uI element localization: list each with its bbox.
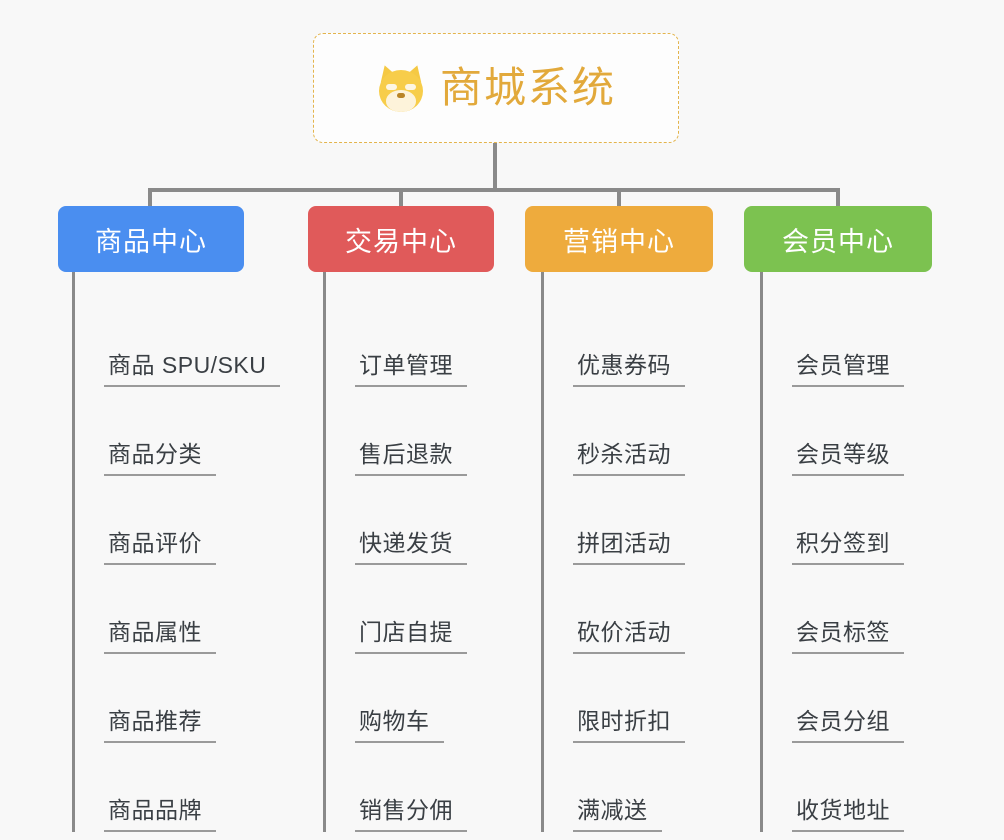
leaf-item[interactable]: 商品 SPU/SKU [72,298,281,387]
leaf-item[interactable]: 优惠券码 [541,298,685,387]
branch-drop-connector-1 [148,188,152,208]
leaf-list: 会员管理 会员等级 积分签到 会员标签 会员分组 收货地址 [760,298,904,832]
branch-header-tail-4 [760,272,763,298]
leaf-item[interactable]: 会员等级 [760,387,904,476]
leaf-item[interactable]: 商品品牌 [72,743,280,832]
leaf-label: 订单管理 [355,352,467,387]
leaf-item[interactable]: 拼团活动 [541,476,685,565]
leaf-label: 拼团活动 [573,530,685,565]
root-node[interactable]: 商城系统 [313,33,679,143]
branch-column-product-center: 商品 SPU/SKU 商品分类 商品评价 商品属性 商品推荐 商品品牌 [72,298,281,832]
leaf-label: 秒杀活动 [573,441,685,476]
branch-header-label: 商品中心 [95,226,207,257]
leaf-item[interactable]: 砍价活动 [541,565,685,654]
leaf-label: 商品 SPU/SKU [104,352,281,387]
leaf-item[interactable]: 商品评价 [72,476,280,565]
leaf-label: 商品品牌 [104,797,216,832]
leaf-item[interactable]: 会员标签 [760,565,904,654]
leaf-item[interactable]: 秒杀活动 [541,387,685,476]
leaf-item[interactable]: 购物车 [323,654,467,743]
leaf-item[interactable]: 积分签到 [760,476,904,565]
branch-column-marketing-center: 优惠券码 秒杀活动 拼团活动 砍价活动 限时折扣 满减送 [541,298,685,832]
branch-header-tail-2 [323,272,326,298]
branch-header-trade-center[interactable]: 交易中心 [308,206,494,272]
leaf-list: 订单管理 售后退款 快递发货 门店自提 购物车 销售分佣 [323,298,467,832]
branch-spine [760,298,763,832]
leaf-label: 会员分组 [792,708,904,743]
leaf-item[interactable]: 限时折扣 [541,654,685,743]
branch-column-member-center: 会员管理 会员等级 积分签到 会员标签 会员分组 收货地址 [760,298,904,832]
leaf-item[interactable]: 订单管理 [323,298,467,387]
branch-header-marketing-center[interactable]: 营销中心 [525,206,713,272]
leaf-item[interactable]: 收货地址 [760,743,904,832]
leaf-label: 商品属性 [104,619,216,654]
branch-header-label: 营销中心 [563,226,675,257]
leaf-item[interactable]: 商品推荐 [72,654,280,743]
leaf-item[interactable]: 满减送 [541,743,685,832]
leaf-item[interactable]: 门店自提 [323,565,467,654]
branch-header-product-center[interactable]: 商品中心 [58,206,244,272]
leaf-label: 门店自提 [355,619,467,654]
leaf-item[interactable]: 快递发货 [323,476,467,565]
branch-header-label: 会员中心 [782,226,894,257]
leaf-label: 优惠券码 [573,352,685,387]
shiba-dog-face-icon [376,62,426,113]
branch-drop-connector-2 [399,188,403,208]
leaf-list: 商品 SPU/SKU 商品分类 商品评价 商品属性 商品推荐 商品品牌 [72,298,281,832]
branch-drop-connector-4 [836,188,840,208]
leaf-item[interactable]: 会员管理 [760,298,904,387]
leaf-label: 快递发货 [355,530,467,565]
leaf-label: 购物车 [355,708,444,743]
leaf-label: 商品评价 [104,530,216,565]
leaf-label: 满减送 [573,797,662,832]
leaf-label: 销售分佣 [355,797,467,832]
branch-spine [323,298,326,832]
branch-header-label: 交易中心 [345,226,457,257]
root-title: 商城系统 [439,64,616,111]
leaf-label: 会员等级 [792,441,904,476]
leaf-label: 砍价活动 [573,619,685,654]
leaf-label: 商品分类 [104,441,216,476]
leaf-item[interactable]: 会员分组 [760,654,904,743]
leaf-label: 会员管理 [792,352,904,387]
branch-header-member-center[interactable]: 会员中心 [744,206,932,272]
leaf-label: 收货地址 [792,797,904,832]
leaf-label: 会员标签 [792,619,904,654]
root-stem-connector [493,143,497,191]
leaf-label: 售后退款 [355,441,467,476]
branch-spine [541,298,544,832]
leaf-label: 限时折扣 [573,708,685,743]
branch-bus-connector [148,188,838,192]
branch-header-tail-1 [72,272,75,298]
leaf-item[interactable]: 售后退款 [323,387,467,476]
branch-drop-connector-3 [617,188,621,208]
branch-header-tail-3 [541,272,544,298]
leaf-item[interactable]: 商品分类 [72,387,280,476]
branch-spine [72,298,75,832]
leaf-label: 商品推荐 [104,708,216,743]
leaf-list: 优惠券码 秒杀活动 拼团活动 砍价活动 限时折扣 满减送 [541,298,685,832]
leaf-label: 积分签到 [792,530,904,565]
leaf-item[interactable]: 商品属性 [72,565,280,654]
branch-column-trade-center: 订单管理 售后退款 快递发货 门店自提 购物车 销售分佣 [323,298,467,832]
leaf-item[interactable]: 销售分佣 [323,743,467,832]
